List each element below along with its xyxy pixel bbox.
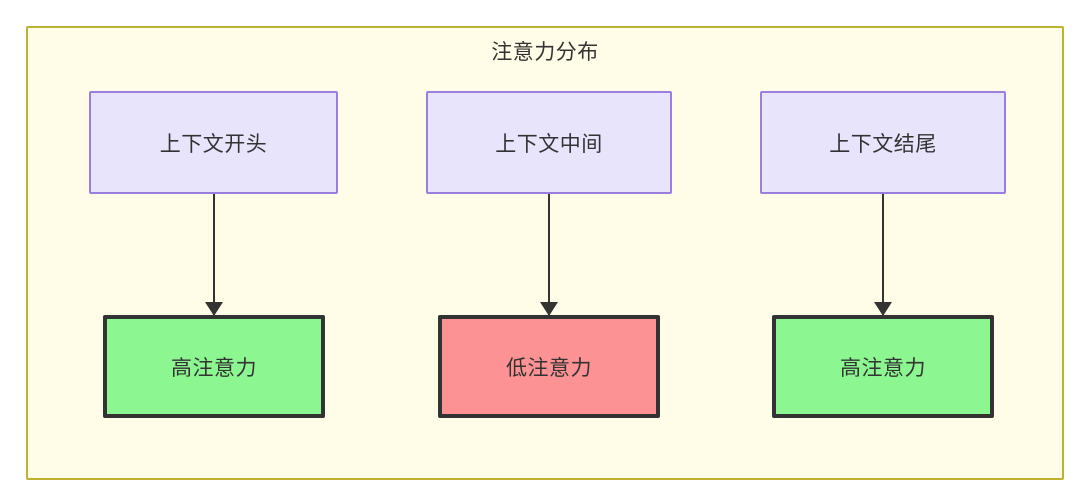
node-label: 高注意力 — [171, 356, 257, 380]
node-attention-high-start[interactable]: 高注意力 — [103, 315, 325, 418]
arrow-shaft — [882, 194, 884, 315]
arrow-head-icon — [540, 302, 558, 316]
node-label: 低注意力 — [506, 356, 592, 380]
node-context-end[interactable]: 上下文结尾 — [760, 91, 1006, 194]
node-context-middle[interactable]: 上下文中间 — [426, 91, 672, 194]
node-context-start[interactable]: 上下文开头 — [89, 91, 338, 194]
node-label: 上下文结尾 — [829, 132, 937, 156]
node-label: 上下文开头 — [159, 132, 268, 156]
arrow-shaft — [548, 194, 550, 315]
node-label: 上下文中间 — [495, 132, 603, 156]
edge-arrow-context-middle-to-attention — [538, 194, 560, 316]
subgraph-title: 注意力分布 — [491, 41, 599, 64]
arrow-head-icon — [874, 302, 892, 316]
node-label: 高注意力 — [840, 356, 926, 380]
arrow-shaft — [213, 194, 215, 315]
edge-arrow-context-start-to-attention — [203, 194, 225, 316]
node-attention-low-middle[interactable]: 低注意力 — [438, 315, 660, 418]
arrow-head-icon — [205, 302, 223, 316]
node-attention-high-end[interactable]: 高注意力 — [772, 315, 994, 418]
edge-arrow-context-end-to-attention — [872, 194, 894, 316]
